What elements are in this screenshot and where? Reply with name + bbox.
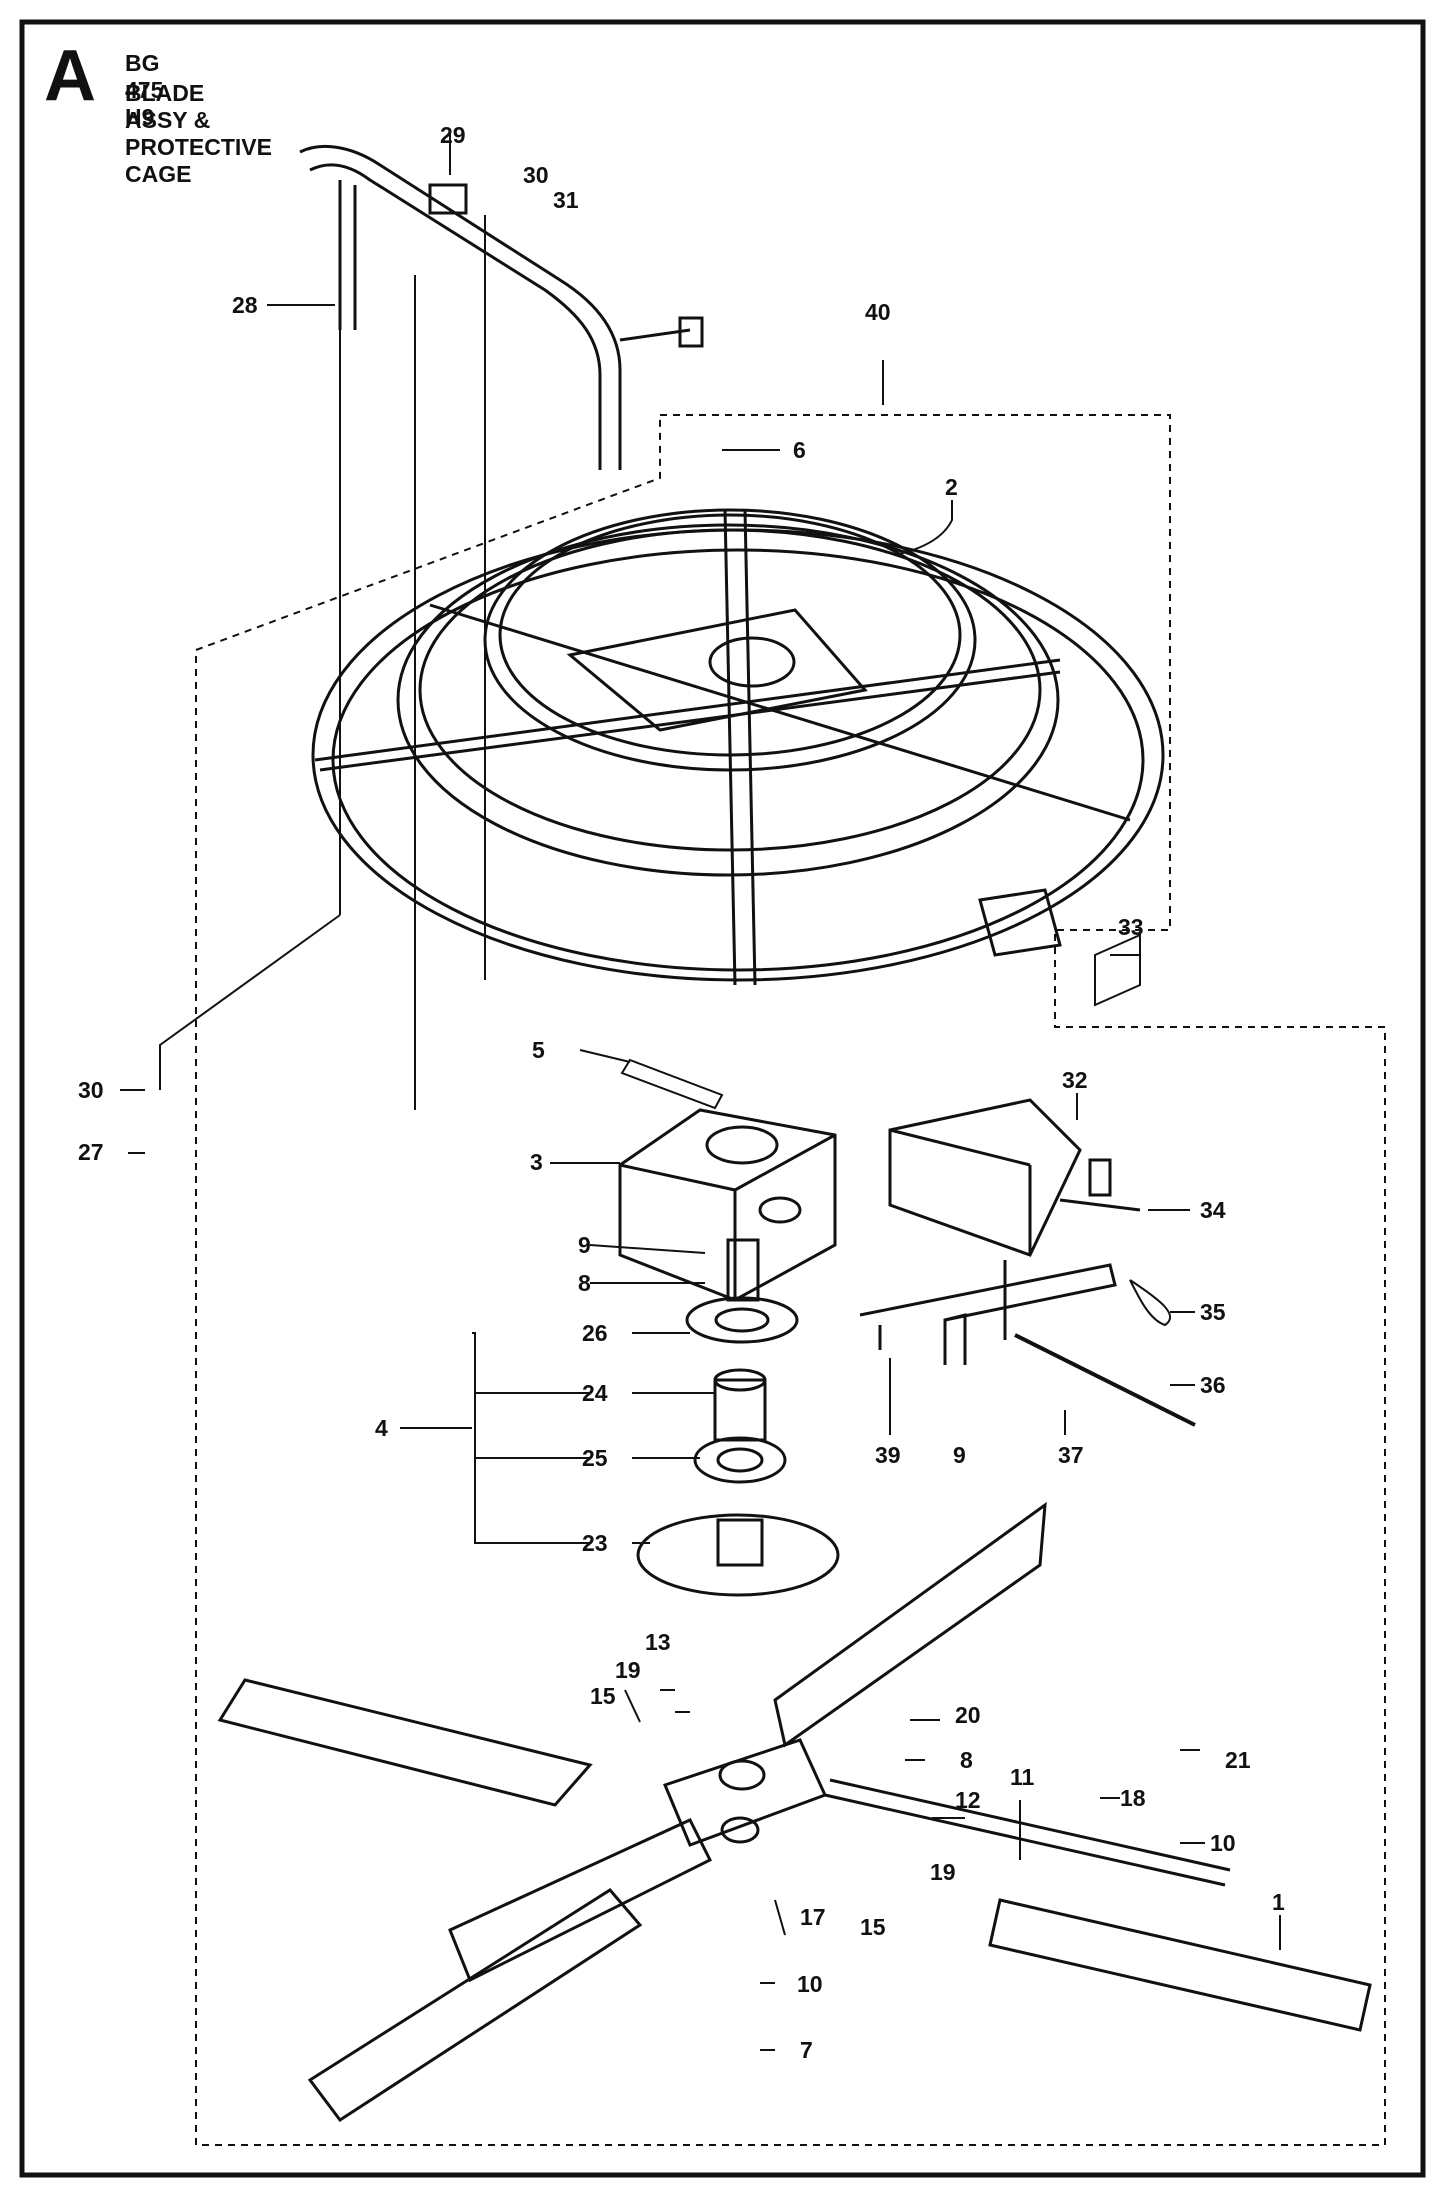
callout-12: 12 — [955, 1787, 981, 1813]
leader-lines — [120, 133, 1281, 2051]
gearbox — [618, 1108, 837, 1302]
strap — [620, 1058, 724, 1110]
bearing-stack — [636, 1296, 840, 1597]
mount-plate — [1094, 933, 1141, 1007]
callout-1: 1 — [1272, 1889, 1285, 1915]
callout-31: 31 — [553, 187, 579, 213]
callout-40: 40 — [865, 299, 891, 325]
callout-19-left: 19 — [615, 1657, 641, 1683]
callout-30-bottom: 30 — [78, 1077, 104, 1103]
callout-3: 3 — [530, 1149, 543, 1175]
callout-29: 29 — [440, 122, 466, 148]
callout-33: 33 — [1118, 914, 1144, 940]
callout-15-right: 15 — [860, 1914, 886, 1940]
page-frame — [19, 19, 1426, 2178]
callout-5: 5 — [532, 1037, 545, 1063]
callout-6: 6 — [793, 437, 806, 463]
callout-25: 25 — [582, 1445, 608, 1471]
callout-labels: 29 30 31 28 40 6 2 33 5 30 32 27 3 34 9 … — [78, 122, 1285, 2063]
callout-10: 10 — [797, 1971, 823, 1997]
callout-39: 39 — [875, 1442, 901, 1468]
callout-34: 34 — [1200, 1197, 1226, 1223]
callout-11: 10 — [1210, 1830, 1236, 1856]
callout-13: 11 — [1010, 1764, 1035, 1790]
callout-15-left: 15 — [590, 1683, 616, 1709]
callout-24: 24 — [582, 1380, 608, 1406]
pin — [1014, 1333, 1196, 1427]
callout-9-left: 9 — [578, 1232, 591, 1258]
guide-lines — [339, 215, 486, 1110]
cage-assembly-boundary — [195, 414, 1386, 2146]
callout-37: 37 — [1058, 1442, 1084, 1468]
callout-17: 17 — [800, 1904, 826, 1930]
clip — [1129, 1279, 1172, 1327]
protective-cage — [311, 508, 1165, 986]
callout-8-left: 8 — [578, 1270, 591, 1296]
callout-28: 28 — [232, 292, 258, 318]
callout-21: 21 — [1225, 1747, 1251, 1773]
callout-8-right: 8 — [960, 1747, 973, 1773]
section-letter: A — [44, 36, 96, 116]
callout-36: 36 — [1200, 1372, 1226, 1398]
lifting-handle — [299, 144, 704, 470]
callout-32: 32 — [1062, 1067, 1088, 1093]
callout-7: 7 — [800, 2037, 813, 2063]
callout-2: 2 — [945, 474, 958, 500]
trowel-blades — [217, 1501, 1372, 2123]
callout-27: 27 — [78, 1139, 104, 1165]
lift-arm — [859, 1260, 1117, 1365]
callout-20: 20 — [955, 1702, 981, 1728]
callout-4: 4 — [375, 1415, 388, 1441]
callout-14: 13 — [645, 1629, 671, 1655]
callout-19-right: 19 — [930, 1859, 956, 1885]
callout-35: 35 — [1200, 1299, 1226, 1325]
callout-23: 23 — [582, 1530, 608, 1556]
blade-hub — [662, 1738, 828, 1847]
model-number: BG 475 H9 — [125, 50, 164, 130]
callout-30-top: 30 — [523, 162, 549, 188]
callout-18: 18 — [1120, 1785, 1146, 1811]
handle-bracket — [888, 1098, 1141, 1257]
callout-9-right: 9 — [953, 1442, 966, 1468]
callout-26: 26 — [582, 1320, 608, 1346]
diagram-title: BLADE ASSY & PROTECTIVE CAGE — [125, 80, 272, 187]
